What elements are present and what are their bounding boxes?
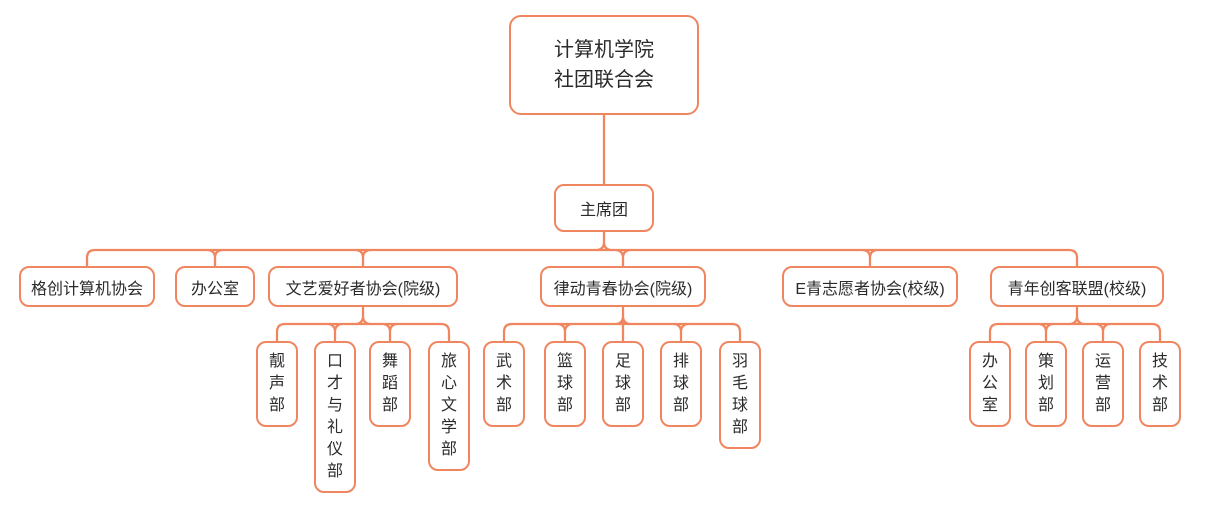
node-football-dept[interactable]: 足球部: [602, 341, 644, 427]
node-basketball-dept[interactable]: 篮球部: [544, 341, 586, 427]
node-maker-office[interactable]: 办公室: [969, 341, 1011, 427]
node-dance-dept[interactable]: 舞蹈部: [369, 341, 411, 427]
node-volleyball-dept[interactable]: 排球部: [660, 341, 702, 427]
node-e-youth-volunteer-association[interactable]: E青志愿者协会(校级): [782, 266, 958, 307]
node-young-maker-alliance[interactable]: 青年创客联盟(校级): [990, 266, 1164, 307]
node-office[interactable]: 办公室: [175, 266, 255, 307]
node-planning-dept[interactable]: 策划部: [1025, 341, 1067, 427]
node-gechuang-computer-association[interactable]: 格创计算机协会: [19, 266, 155, 307]
node-voice-dept[interactable]: 靓声部: [256, 341, 298, 427]
node-presidium[interactable]: 主席团: [554, 184, 654, 232]
node-martial-arts-dept[interactable]: 武术部: [483, 341, 525, 427]
node-badminton-dept[interactable]: 羽毛球部: [719, 341, 761, 449]
node-technology-dept[interactable]: 技术部: [1139, 341, 1181, 427]
node-operations-dept[interactable]: 运营部: [1082, 341, 1124, 427]
node-arts-lovers-association[interactable]: 文艺爱好者协会(院级): [268, 266, 458, 307]
node-travel-literature-dept[interactable]: 旅心文学部: [428, 341, 470, 471]
node-rhythm-youth-association[interactable]: 律动青春协会(院级): [540, 266, 706, 307]
node-root-federation[interactable]: 计算机学院 社团联合会: [509, 15, 699, 115]
node-eloquence-etiquette-dept[interactable]: 口才与礼仪部: [314, 341, 356, 493]
